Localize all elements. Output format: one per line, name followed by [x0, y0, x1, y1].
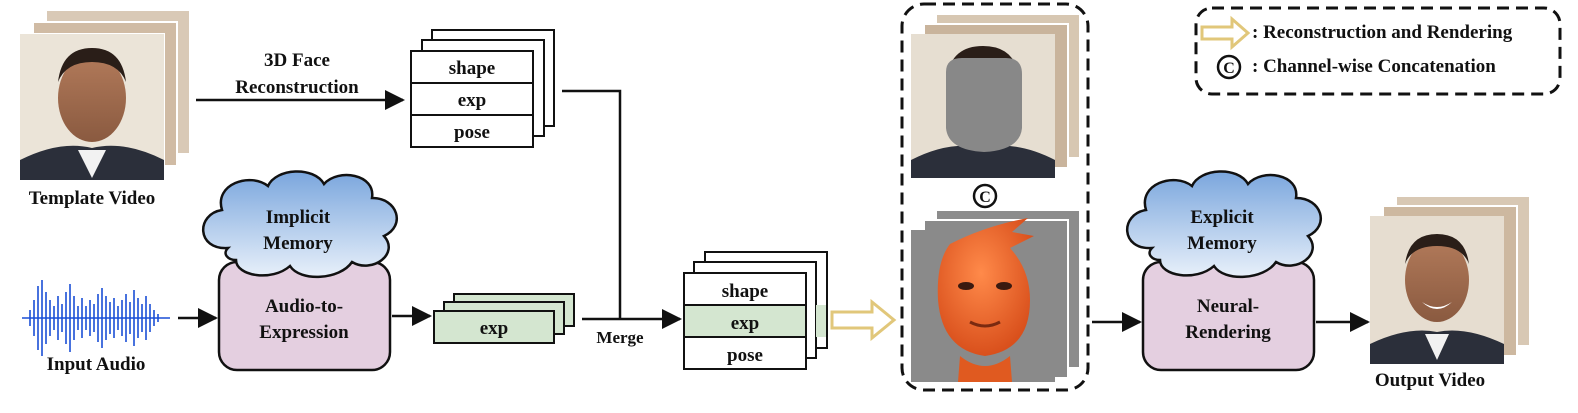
param-top-pose: pose — [454, 122, 490, 143]
legend-concat-icon — [1216, 54, 1242, 80]
conditioning-dashed-box — [900, 2, 1090, 392]
rendered-face-stack — [911, 209, 1081, 382]
face-mask — [946, 58, 1022, 152]
masked-face-stack — [911, 13, 1081, 178]
neural-rendering-line2: Rendering — [1185, 322, 1271, 343]
implicit-memory-line2: Memory — [263, 233, 333, 254]
params-top-stack — [410, 29, 555, 148]
merge-label: Merge — [596, 328, 644, 347]
legend-render-arrow-icon — [1200, 15, 1251, 51]
param-merged-shape: shape — [722, 281, 768, 302]
legend-box — [1194, 6, 1562, 96]
legend-concat-letter: C — [1223, 60, 1235, 77]
audio-to-expression-line1: Audio-to- — [265, 296, 343, 317]
neural-rendering-line1: Neural- — [1197, 296, 1259, 317]
top-params-connector — [562, 89, 622, 319]
output-video-label: Output Video — [1375, 370, 1485, 391]
input-audio-label: Input Audio — [47, 354, 146, 375]
implicit-memory-cloud — [202, 170, 398, 279]
audio-waveform — [22, 280, 170, 356]
param-top-exp: exp — [458, 90, 487, 111]
legend-reconstruction-rendering: : Reconstruction and Rendering — [1252, 22, 1513, 43]
exp-stack — [433, 293, 575, 344]
reconstruction-label-line1: 3D Face — [264, 50, 330, 71]
param-merged-exp: exp — [731, 313, 760, 334]
output-video-stack — [1370, 195, 1531, 364]
legend-channel-concat: : Channel-wise Concatenation — [1252, 56, 1496, 77]
param-top-shape: shape — [449, 58, 495, 79]
param-merged-pose: pose — [727, 345, 763, 366]
concat-symbol-letter: C — [979, 189, 991, 206]
exp-box-label: exp — [480, 318, 509, 339]
audio-to-expression-line2: Expression — [259, 322, 349, 343]
explicit-memory-line2: Memory — [1187, 233, 1257, 254]
render-arrow-icon — [830, 298, 897, 342]
template-video-label: Template Video — [29, 188, 156, 209]
reconstruction-label-line2: Reconstruction — [235, 77, 359, 98]
params-merged-stack — [683, 251, 828, 370]
concat-symbol-icon — [972, 183, 998, 209]
template-video-stack — [19, 9, 191, 181]
implicit-memory-line1: Implicit — [266, 207, 331, 228]
explicit-memory-line1: Explicit — [1190, 207, 1254, 228]
explicit-memory-cloud — [1126, 170, 1322, 279]
